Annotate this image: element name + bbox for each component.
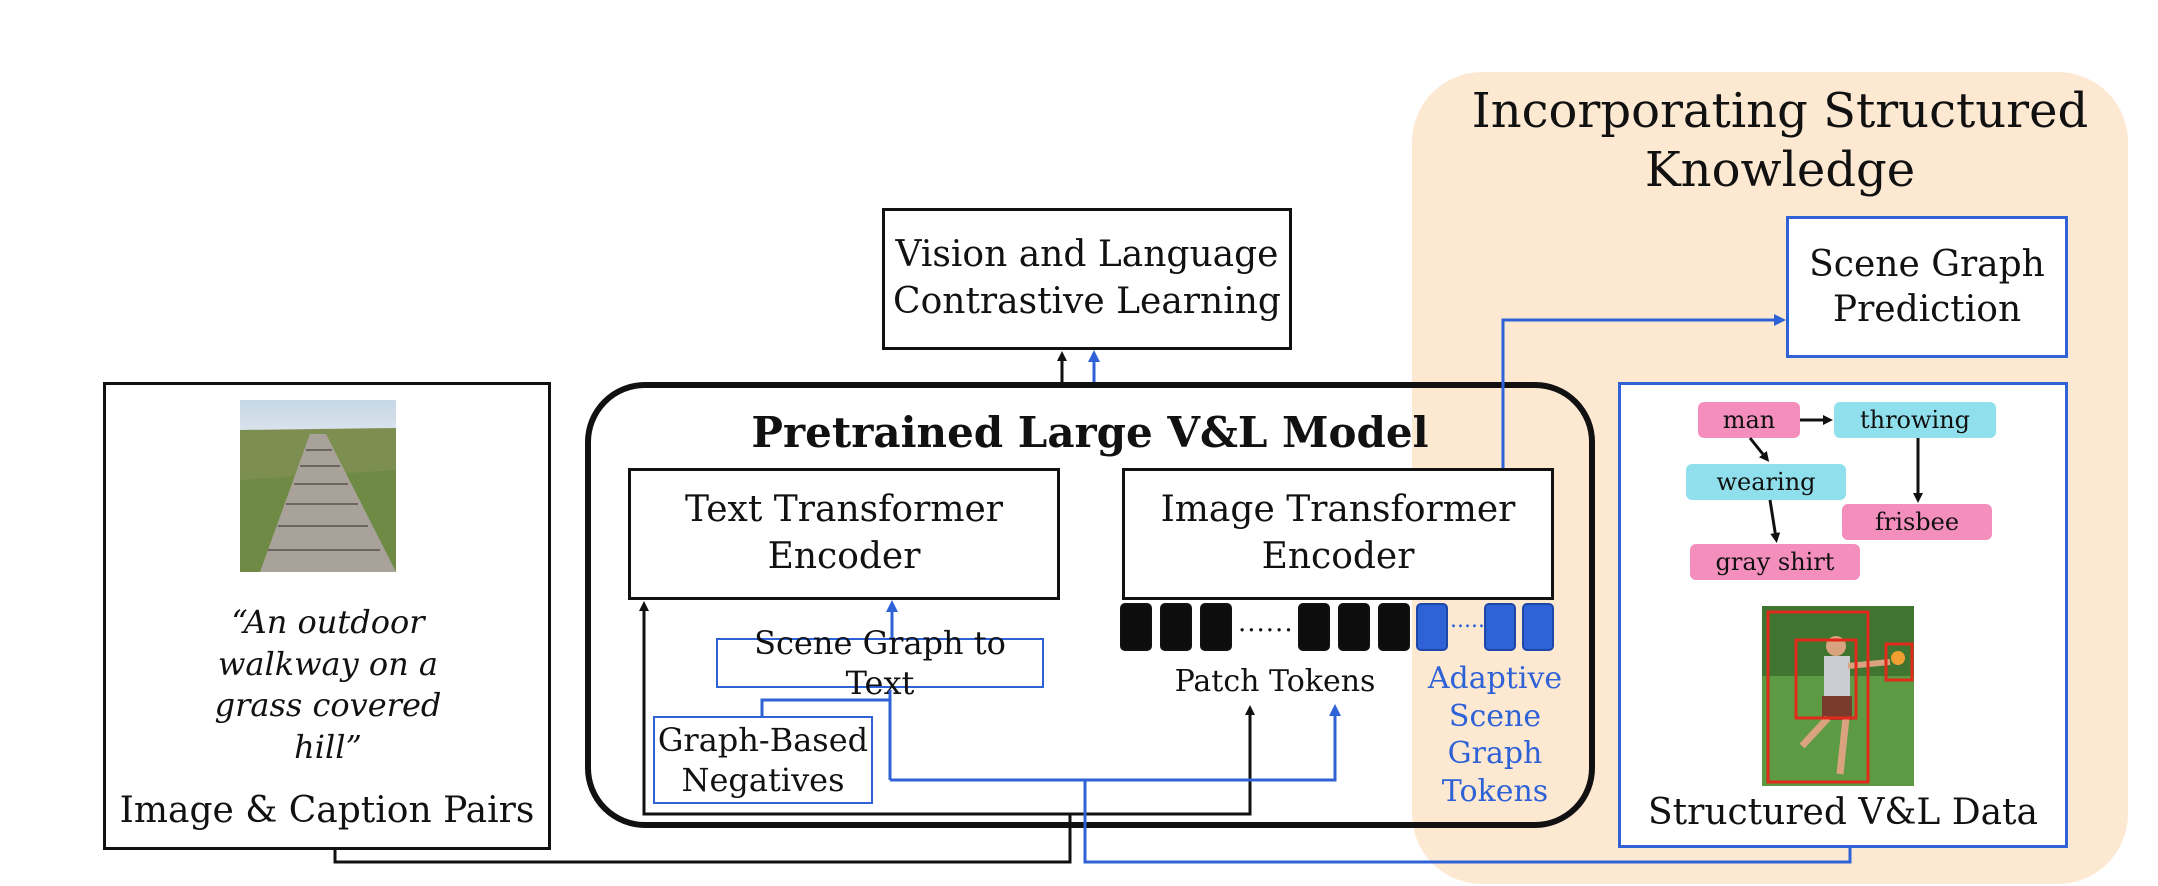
image-encoder-box: Image Transformer Encoder — [1122, 468, 1554, 600]
patch-token — [1160, 603, 1192, 651]
pretrained-model-box — [585, 382, 1595, 828]
patch-tokens-label: Patch Tokens — [1174, 664, 1376, 699]
frisbee-player-illustration — [1762, 606, 1914, 786]
frisbee-player-photo — [1762, 606, 1914, 786]
adaptive-tokens-label: Adaptive Scene Graph Tokens — [1427, 661, 1563, 809]
patch-token — [1298, 603, 1330, 651]
structured-data-title: Structured V&L Data — [1648, 792, 2038, 833]
patch-token — [1120, 603, 1152, 651]
text-encoder-box: Text Transformer Encoder — [628, 468, 1060, 600]
adaptive-token — [1484, 603, 1516, 651]
adaptive-token — [1416, 603, 1448, 651]
knowledge-panel-title: Incorporating Structured Knowledge — [1471, 83, 2089, 198]
graph-node-man: man — [1698, 402, 1800, 438]
walkway-photo — [240, 400, 396, 572]
graph-node-throwing: throwing — [1834, 402, 1996, 438]
graph-node-wearing: wearing — [1686, 464, 1846, 500]
walkway-illustration — [240, 400, 396, 572]
pretrained-model-title: Pretrained Large V&L Model — [751, 408, 1429, 457]
contrastive-learning-box: Vision and Language Contrastive Learning — [882, 208, 1292, 350]
patch-token — [1378, 603, 1410, 651]
caption-quote: “An outdoor walkway on a grass covered h… — [214, 603, 442, 766]
graph-node-gray-shirt: gray shirt — [1690, 544, 1860, 580]
patch-token — [1338, 603, 1370, 651]
patch-token-ellipsis: ...... — [1238, 608, 1294, 638]
scene-graph-prediction-box: Scene Graph Prediction — [1786, 216, 2068, 358]
adaptive-token — [1522, 603, 1554, 651]
graph-node-frisbee: frisbee — [1842, 504, 1992, 540]
patch-token — [1200, 603, 1232, 651]
graph-based-negatives-box: Graph-Based Negatives — [653, 716, 873, 804]
image-caption-title: Image & Caption Pairs — [119, 790, 535, 831]
